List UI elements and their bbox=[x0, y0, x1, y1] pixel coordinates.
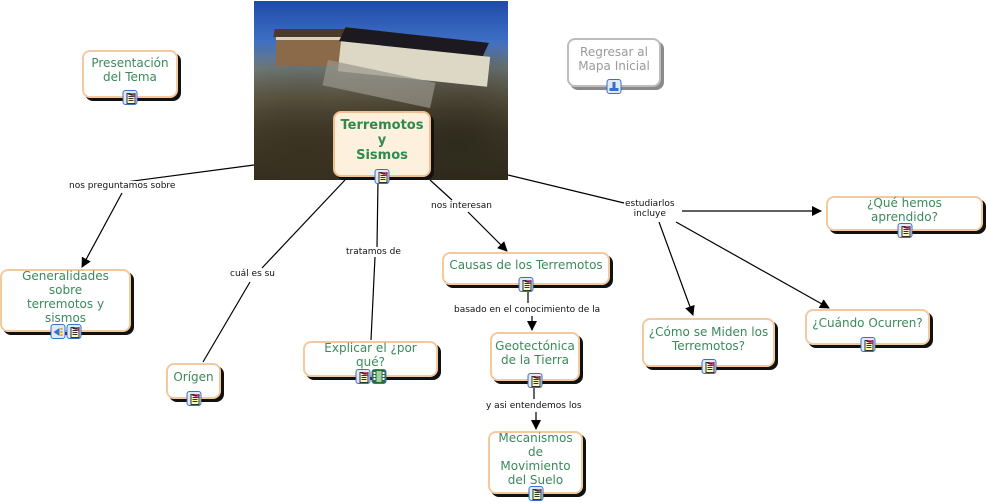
link-tratamos-explicar bbox=[370, 256, 376, 341]
concept-map-icon[interactable] bbox=[606, 79, 622, 94]
concept-regresar-mapa-inicial[interactable]: Regresar al Mapa Inicial bbox=[567, 38, 661, 94]
concept-cuando-ocurren[interactable]: ¿Cuándo Ocurren? bbox=[805, 309, 930, 352]
concept-geotectonica[interactable]: Geotectónica de la Tierra bbox=[490, 332, 580, 388]
linking-phrase: nos interesan bbox=[430, 201, 493, 211]
link-interesan-causas bbox=[467, 211, 508, 252]
document-icon[interactable] bbox=[897, 223, 912, 238]
concept-generalidades[interactable]: Generalidades sobre terremotos y sismos bbox=[0, 268, 131, 339]
concept-mecanismos[interactable]: Mecanismos de Movimiento del Suelo bbox=[488, 430, 583, 501]
video-icon[interactable] bbox=[371, 369, 386, 384]
document-icon[interactable] bbox=[66, 324, 81, 339]
document-icon[interactable] bbox=[528, 486, 543, 501]
document-icon[interactable] bbox=[374, 169, 390, 184]
photo-house-roof bbox=[273, 29, 347, 37]
document-icon[interactable] bbox=[860, 337, 875, 352]
link-estudiarlos-como bbox=[658, 221, 695, 316]
concept-que-hemos-aprendido[interactable]: ¿Qué hemos aprendido? bbox=[826, 195, 983, 238]
concept-label: Explicar el ¿por qué? bbox=[324, 341, 417, 369]
concept-label: Mecanismos de Movimiento del Suelo bbox=[498, 430, 573, 487]
concept-label: Orígen bbox=[173, 370, 214, 384]
document-icon[interactable] bbox=[701, 359, 716, 374]
concept-causas[interactable]: Causas de los Terremotos bbox=[442, 252, 610, 292]
link-central-tratamos bbox=[376, 179, 379, 248]
concept-como-se-miden[interactable]: ¿Cómo se Miden los Terremotos? bbox=[642, 318, 775, 374]
link-central-cual bbox=[261, 179, 346, 269]
linking-phrase: nos preguntamos sobre bbox=[68, 181, 177, 191]
link-central-estudiarlos bbox=[507, 174, 625, 204]
document-icon[interactable] bbox=[527, 373, 543, 388]
concept-explicar[interactable]: Explicar el ¿por qué? bbox=[303, 341, 438, 384]
document-icon[interactable] bbox=[355, 369, 370, 384]
concept-terremotos-y-sismos[interactable]: Terremotos y Sismos bbox=[333, 111, 431, 184]
link-preguntamos-generalidades bbox=[81, 192, 123, 268]
concept-origen[interactable]: Orígen bbox=[166, 363, 221, 406]
concept-label: Causas de los Terremotos bbox=[449, 257, 603, 272]
concept-label: ¿Cómo se Miden los Terremotos? bbox=[648, 324, 769, 353]
concept-label: Generalidades sobre terremotos y sismos bbox=[22, 268, 109, 325]
linking-phrase: cuál es su bbox=[229, 269, 277, 279]
link-central-interesan bbox=[429, 179, 453, 201]
concept-presentacion[interactable]: Presentación del Tema bbox=[82, 50, 178, 105]
link-estudiarlos-cuando bbox=[675, 221, 830, 309]
link-cual-origen bbox=[202, 281, 251, 363]
document-icon[interactable] bbox=[122, 90, 138, 105]
document-icon[interactable] bbox=[186, 391, 201, 406]
concept-label: Regresar al Mapa Inicial bbox=[578, 44, 650, 73]
linking-phrase: y asi entendemos los bbox=[485, 401, 583, 411]
document-icon[interactable] bbox=[518, 277, 534, 292]
concept-label: Presentación del Tema bbox=[91, 56, 169, 84]
audio-icon[interactable] bbox=[50, 324, 65, 339]
concept-label: Geotectónica de la Tierra bbox=[495, 338, 575, 367]
concept-label: ¿Cuándo Ocurren? bbox=[812, 316, 923, 330]
linking-phrase: tratamos de bbox=[345, 247, 402, 257]
linking-phrase: basado en el conocimiento de la bbox=[453, 305, 602, 315]
concept-label: Terremotos y Sismos bbox=[340, 117, 424, 163]
linking-phrase: estudiarlos incluye bbox=[624, 199, 676, 219]
concept-label: ¿Qué hemos aprendido? bbox=[867, 195, 942, 224]
